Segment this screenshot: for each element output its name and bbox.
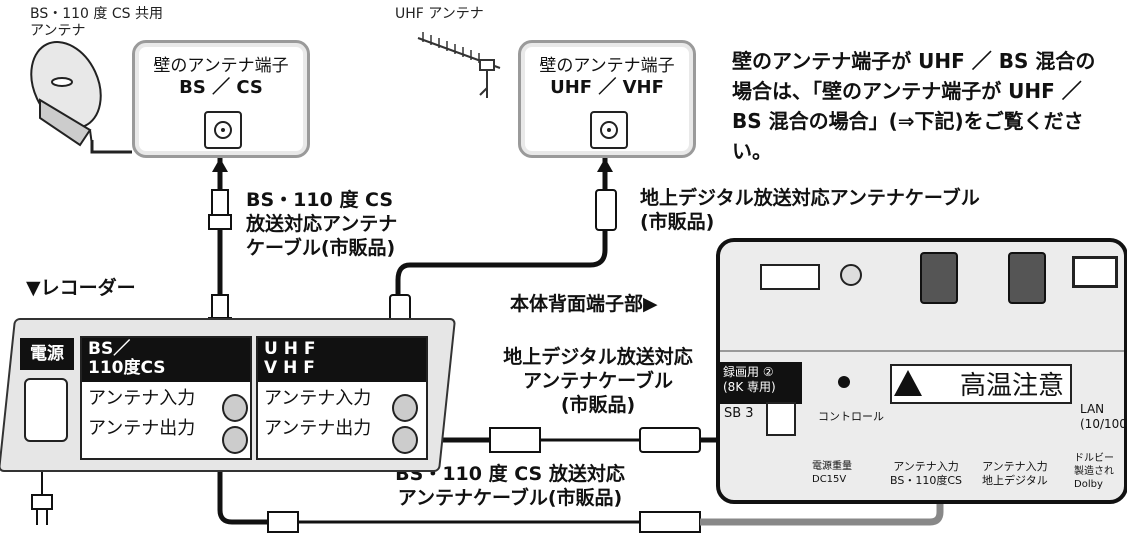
usb-label: SB 3 [724, 406, 754, 421]
recorder-label: ▼レコーダー [26, 277, 136, 299]
rp-ant-terr-label: アンテナ入力 地上デジタル [982, 460, 1048, 487]
wall-uhf-sub: UHF ／ VHF [550, 77, 664, 98]
bs-ant-in-label: アンテナ入力 [88, 388, 196, 409]
lan-port-top-icon [1072, 256, 1118, 288]
hdmi-port-icon [760, 264, 820, 290]
rear-panel: 録画用 ② (8K 専用) SB 3 コントロール 高温注意 LAN (10/1… [716, 238, 1127, 504]
bs-dish-icon [30, 41, 102, 147]
wall-bs-sub: BS ／ CS [179, 77, 263, 98]
power-plug-icon [31, 494, 53, 525]
power-label: 電源 [20, 338, 74, 370]
uhf-ant-in-port-icon [392, 394, 418, 422]
note-link[interactable]: 下記 [914, 109, 955, 133]
note-end: )をご覧ください。 [732, 109, 1084, 163]
cable-uhf-top-label: 地上デジタル放送対応アンテナケーブル (市販品) [640, 187, 980, 233]
cable-uhf-mid-label: 地上デジタル放送対応 アンテナケーブル (市販品) [503, 346, 693, 416]
usb-port-icon [766, 402, 796, 436]
rp-ant-bs-label: アンテナ入力 BS・110度CS [890, 460, 962, 487]
control-label: コントロール [818, 410, 884, 423]
bs-terminal-panel: BS／ 110度CS アンテナ入力 アンテナ出力 [80, 336, 252, 460]
wall-uhf-jack-icon [590, 111, 628, 149]
terr-rear-antenna-port-icon [1008, 252, 1046, 304]
wall-uhf-title: 壁のアンテナ端子 [539, 56, 675, 76]
power-inlet-icon [24, 378, 68, 442]
mixed-terminal-note: 壁のアンテナ端子が UHF ／ BS 混合の場合は、「壁のアンテナ端子が UHF… [732, 46, 1112, 166]
rec2-label: 録画用 ② (8K 専用) [720, 362, 802, 404]
note-text: 壁のアンテナ端子が UHF ／ BS 混合の場合は、「壁のアンテナ端子が UHF… [732, 49, 1096, 133]
bs-terminal-title: BS／ 110度CS [82, 338, 250, 382]
panel-divider [720, 350, 1124, 352]
dolby-label: ドルビー 製造され Dolby [1074, 453, 1114, 490]
wall-terminal-bs: 壁のアンテナ端子 BS ／ CS [132, 40, 310, 158]
uhf-antenna-label: UHF アンテナ [395, 6, 484, 22]
uhf-antenna-icon [417, 32, 501, 98]
power-weight-label: 電源重量 DC15V [812, 461, 852, 485]
uhf-terminal-title: U H F V H F [258, 338, 426, 382]
lan-label: LAN (10/100 [1080, 402, 1127, 431]
bs-ant-out-label: アンテナ出力 [88, 418, 196, 439]
cable-bs-top-label: BS・110 度 CS 放送対応アンテナ ケーブル(市販品) [246, 189, 398, 259]
control-jack-icon [838, 376, 850, 388]
cable-bs-bottom-label: BS・110 度 CS 放送対応 アンテナケーブル(市販品) [395, 463, 625, 509]
bs-rear-antenna-port-icon [920, 252, 958, 304]
uhf-terminal-panel: U H F V H F アンテナ入力 アンテナ出力 [256, 336, 428, 460]
uhf-ant-out-port-icon [392, 426, 418, 454]
wall-bs-title: 壁のアンテナ端子 [153, 56, 289, 76]
wall-terminal-uhf: 壁のアンテナ端子 UHF ／ VHF [518, 40, 696, 158]
rear-panel-label: 本体背面端子部▶ [510, 293, 658, 315]
wall-bs-jack-icon [204, 111, 242, 149]
bs-antenna-label: BS・110 度 CS 共用 アンテナ [30, 6, 163, 39]
bs-ant-in-port-icon [222, 394, 248, 422]
round-port-icon [840, 264, 862, 286]
warning-triangle-icon [894, 370, 922, 396]
bs-ant-out-port-icon [222, 426, 248, 454]
uhf-ant-in-label: アンテナ入力 [264, 388, 372, 409]
uhf-ant-out-label: アンテナ出力 [264, 418, 372, 439]
